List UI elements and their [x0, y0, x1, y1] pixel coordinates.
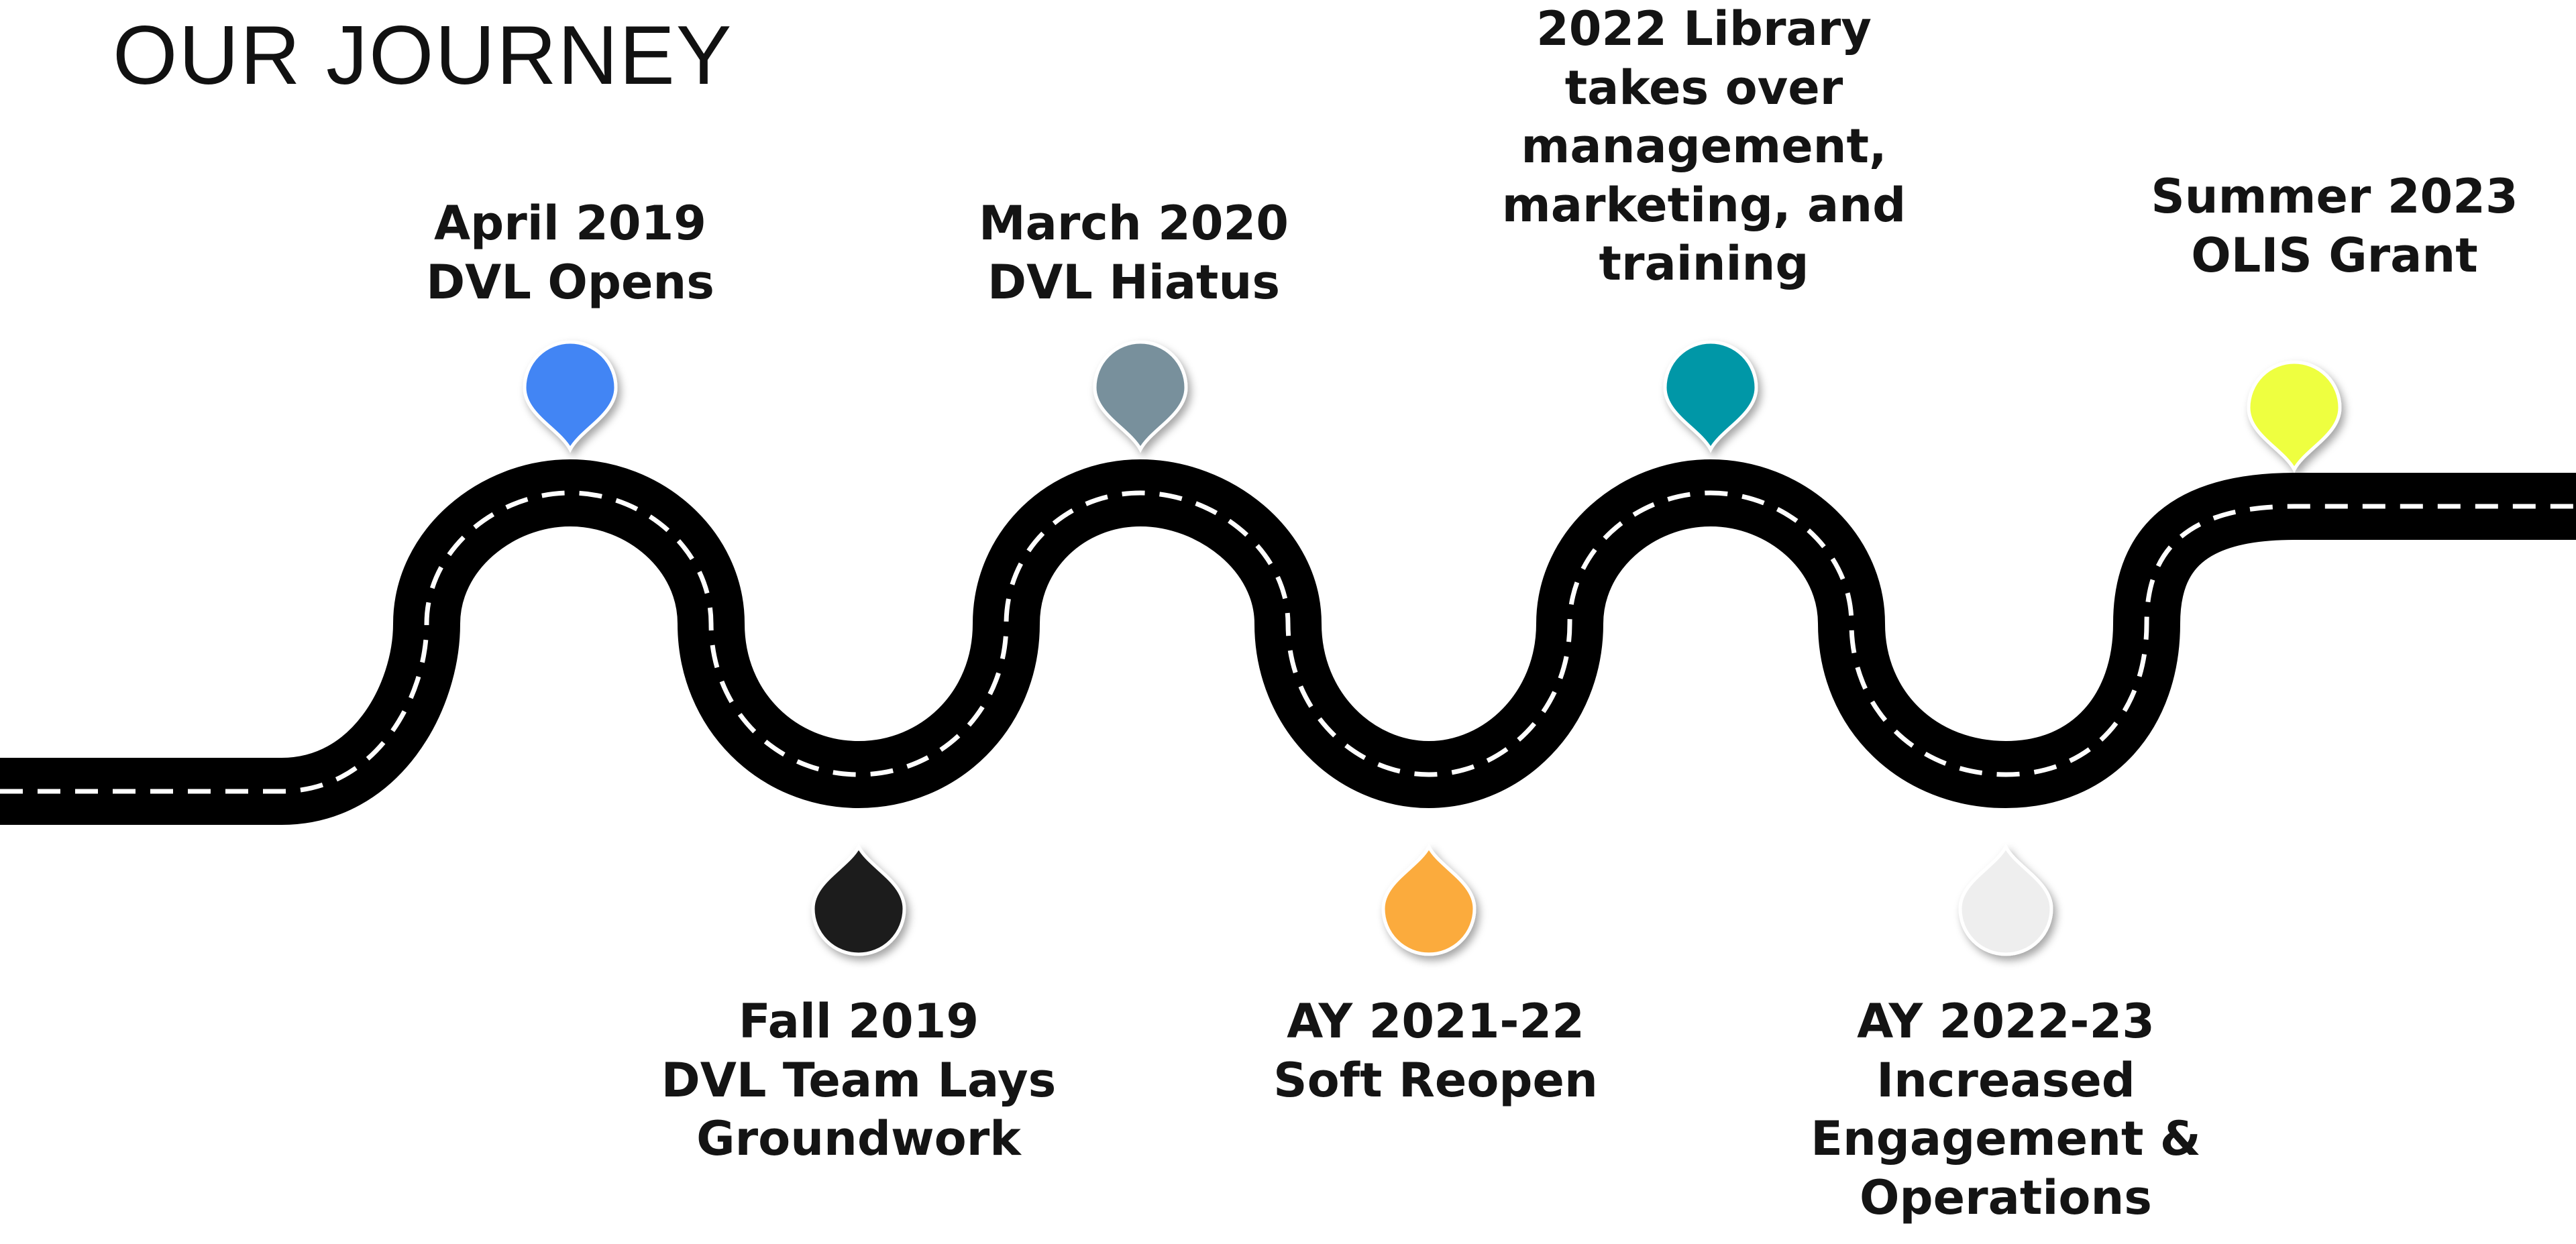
pin-ay-2022-23-icon — [1958, 843, 2053, 956]
page-title: OUR JOURNEY — [113, 9, 733, 102]
pin-ay-2021-22-icon — [1381, 843, 1477, 956]
milestone-label-ay-2022-23: AY 2022-23 Increased Engagement & Operat… — [1811, 994, 2201, 1225]
road-surface — [0, 459, 2576, 825]
pin-summer-2023-icon — [2247, 360, 2342, 473]
milestone-label-2022-library: 2022 Library takes over management, mark… — [1501, 1, 1907, 291]
road-centerline — [0, 490, 2576, 794]
pin-2022-library-icon — [1663, 340, 1758, 453]
milestone-label-march-2020: March 2020 DVL Hiatus — [979, 196, 1289, 310]
milestone-label-fall-2019: Fall 2019 DVL Team Lays Groundwork — [661, 994, 1057, 1166]
pin-april-2019-icon — [523, 340, 618, 453]
milestone-label-ay-2021-22: AY 2021-22 Soft Reopen — [1273, 994, 1598, 1108]
milestone-label-summer-2023: Summer 2023 OLIS Grant — [2151, 169, 2518, 283]
pin-fall-2019-icon — [811, 843, 906, 956]
milestone-label-april-2019: April 2019 DVL Opens — [426, 196, 714, 310]
pin-march-2020-icon — [1093, 340, 1188, 453]
